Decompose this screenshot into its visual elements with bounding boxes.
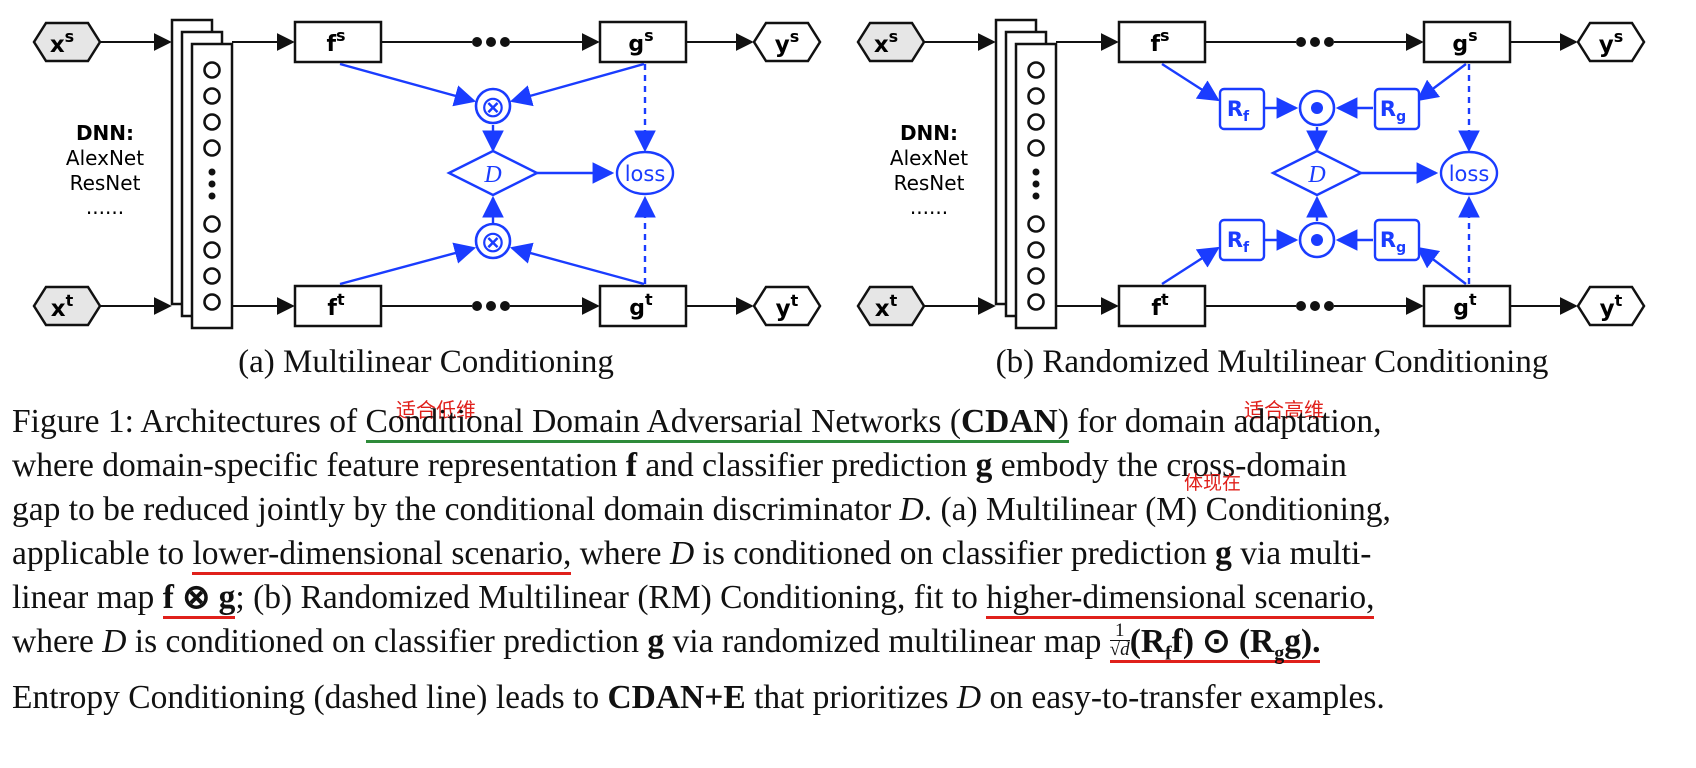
dnn-model-2: ResNet [894, 171, 965, 195]
hadamard-operator-top [1298, 89, 1336, 127]
highlight-cdan: Conditional Domain Adversarial Networks … [365, 403, 1069, 443]
svg-text:ft: ft [1151, 290, 1169, 321]
svg-text:xs: xs [50, 27, 74, 58]
feature-target-box: ft [1117, 284, 1207, 328]
svg-text:xs: xs [874, 27, 898, 58]
subcaption-b: (b) Randomized Multilinear Conditioning [995, 344, 1549, 380]
classifier-target-box: gt [1422, 284, 1512, 328]
classifier-source-box: gs [598, 20, 688, 64]
highlight-multilinear-map: f ⊗ g [162, 579, 236, 619]
svg-text:fs: fs [326, 26, 345, 57]
dnn-model-3: ...... [910, 195, 948, 219]
svg-text:D: D [1307, 162, 1325, 188]
highlight-higher-dim: higher-dimensional scenario, [986, 579, 1375, 619]
svg-text:Rg: Rg [1380, 228, 1406, 256]
svg-text:yt: yt [776, 291, 799, 322]
discriminator-node: D [1270, 149, 1364, 197]
svg-text:xt: xt [51, 291, 74, 322]
svg-text:ft: ft [327, 290, 345, 321]
svg-text:Rf: Rf [1227, 97, 1250, 125]
svg-text:D: D [483, 162, 501, 188]
output-target-node: yt [752, 285, 822, 327]
ellipsis-dots-top [472, 37, 510, 47]
svg-text:ys: ys [1599, 27, 1624, 58]
input-source-node: xs [856, 21, 926, 63]
caption-line-3: gap to be reduced jointly by the conditi… [12, 491, 1391, 528]
subcaption-a: (a) Multilinear Conditioning [238, 344, 614, 380]
random-matrix-rf-bottom: Rf [1218, 218, 1266, 262]
caption-line-6: where D is conditioned on classifier pre… [12, 619, 1321, 665]
dnn-model-2: ResNet [70, 171, 141, 195]
caption-line-4: applicable to lower-dimensional scenario… [12, 532, 1682, 576]
annotation-high-dim: 适合高维 [1244, 398, 1324, 422]
random-matrix-rg-bottom: Rg [1373, 218, 1421, 262]
svg-text:yt: yt [1600, 291, 1623, 322]
architecture-figure: xs xt DNN: AlexNet ResNet ...... [32, 18, 1646, 330]
svg-text:gt: gt [1453, 290, 1477, 321]
random-matrix-rf-top: Rf [1218, 87, 1266, 131]
annotation-embody: 体现在 [1184, 472, 1242, 494]
dnn-model-1: AlexNet [66, 146, 144, 170]
dnn-model-1: AlexNet [890, 146, 968, 170]
feature-source-box: fs [293, 20, 383, 64]
svg-text:loss: loss [625, 162, 666, 186]
caption-line-5: linear map f ⊗ g; (b) Randomized Multili… [12, 576, 1682, 620]
output-target-node: yt [1576, 285, 1646, 327]
multilinear-operator-bottom: ⊗ [474, 222, 512, 260]
dnn-layer-stack [170, 18, 234, 330]
loss-node: loss [615, 150, 675, 196]
dnn-model-3: ...... [86, 195, 124, 219]
loss-node: loss [1439, 150, 1499, 196]
svg-text:xt: xt [875, 291, 898, 322]
figure-caption: Figure 1: Architectures of Conditional D… [12, 400, 1682, 720]
ellipsis-dots-bottom [1296, 301, 1334, 311]
dnn-title: DNN: [900, 121, 958, 145]
caption-line-1: Figure 1: Architectures of Conditional D… [12, 400, 1682, 444]
svg-text:⊗: ⊗ [480, 90, 505, 125]
caption-line-7: Entropy Conditioning (dashed line) leads… [12, 678, 1385, 716]
svg-text:Rf: Rf [1227, 228, 1250, 256]
output-source-node: ys [1576, 21, 1646, 63]
ellipsis-dots-bottom [472, 301, 510, 311]
dnn-title: DNN: [76, 121, 134, 145]
classifier-target-box: gt [598, 284, 688, 328]
discriminator-node: D [446, 149, 540, 197]
svg-text:gt: gt [629, 290, 653, 321]
panel-b: xs xt DNN: AlexNet ResNet ...... fs [856, 18, 1646, 330]
classifier-source-box: gs [1422, 20, 1512, 64]
feature-source-box: fs [1117, 20, 1207, 64]
random-matrix-rg-top: Rg [1373, 87, 1421, 131]
annotation-low-dim: 适合低维 [396, 398, 476, 422]
caption-line-2: where domain-specific feature representa… [12, 447, 1347, 484]
svg-text:⊗: ⊗ [480, 225, 505, 260]
input-target-node: xt [856, 285, 926, 327]
highlight-lower-dim: lower-dimensional scenario, [192, 535, 572, 575]
svg-text:loss: loss [1449, 162, 1490, 186]
svg-text:ys: ys [775, 27, 800, 58]
feature-target-box: ft [293, 284, 383, 328]
svg-text:fs: fs [1150, 26, 1169, 57]
hadamard-operator-bottom [1298, 221, 1336, 259]
dnn-layer-stack [994, 18, 1058, 330]
input-target-node: xt [32, 285, 102, 327]
panel-a: xs xt DNN: AlexNet ResNet ...... [32, 18, 822, 330]
highlight-randomized-map: 1√d(Rff) ⊙ (Rgg). [1109, 619, 1321, 665]
multilinear-operator-top: ⊗ [474, 87, 512, 125]
input-source-node: xs [32, 21, 102, 63]
svg-text:Rg: Rg [1380, 97, 1406, 125]
svg-text:gs: gs [1452, 26, 1477, 57]
ellipsis-dots-top [1296, 37, 1334, 47]
svg-text:gs: gs [628, 26, 653, 57]
output-source-node: ys [752, 21, 822, 63]
